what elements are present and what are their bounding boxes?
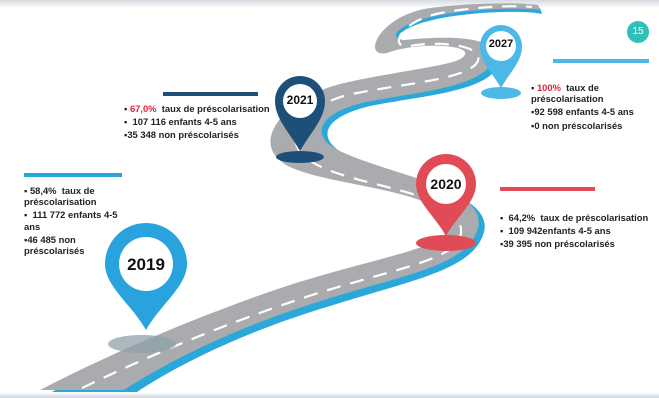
pin-2027-shadow (481, 87, 521, 99)
accent-bar-2020 (500, 187, 595, 191)
pin-2020-shadow (416, 235, 476, 251)
info-2020-rate: 64,2% (508, 212, 536, 223)
info-2021-non-preschool: 35 348 non préscolarisés (127, 129, 239, 141)
pin-2019-shadow (108, 335, 176, 353)
info-2019-rate-line: ▪ 58,4% taux de préscolarisation (24, 185, 97, 208)
map-pin-2020-icon (416, 154, 476, 236)
pin-2027-year: 2027 (488, 38, 514, 50)
info-2021-children: 107 116 enfants 4-5 ans (132, 116, 237, 128)
top-border (0, 0, 659, 8)
info-2020: ▪ 64,2% taux de préscolarisation ▪ 109 9… (500, 212, 650, 250)
bottom-border (0, 392, 659, 398)
pin-2021-shadow (276, 151, 324, 163)
info-2027-rate-label: taux de préscolarisation (531, 82, 604, 105)
accent-bar-2019 (24, 173, 122, 177)
info-2027-rate-line: ▪ 100% taux de préscolarisation (531, 82, 604, 105)
info-2021-non-line: ▪35 348 non préscolarisés (124, 129, 239, 141)
info-2019-children-line: ▪ 111 772 enfants 4-5 ans (24, 209, 118, 232)
info-2019-non-line: ▪46 485 non préscolarisés (24, 233, 85, 257)
map-pin-2019-icon (105, 223, 187, 330)
info-2020-rate-label: taux de préscolarisation (540, 212, 649, 223)
info-2021-rate: 67,0% (129, 103, 157, 114)
info-2021-rate-label: taux de préscolarisation (161, 103, 270, 114)
info-2019-children: 111 772 enfants 4-5 ans (24, 209, 118, 232)
info-2027: ▪ 100% taux de préscolarisation ▪92 598 … (531, 82, 655, 131)
info-2027-non-preschool: 0 non préscolarisés (534, 119, 623, 131)
info-2019-non-preschool: 46 485 non préscolarisés (24, 233, 85, 257)
page-number-badge: 15 (627, 21, 649, 43)
accent-bar-2021 (163, 92, 258, 96)
map-pin-2027-icon (480, 25, 522, 88)
info-2020-non-line: ▪39 395 non préscolarisés (500, 238, 615, 250)
info-2019-rate-label: taux de préscolarisation (24, 185, 97, 208)
info-2020-children: 109 942enfants 4-5 ans (508, 225, 611, 237)
info-2021-children-line: ▪ 107 116 enfants 4-5 ans (124, 116, 237, 128)
info-2021-rate-line: ▪ 67,0% taux de préscolarisation (124, 103, 270, 114)
accent-bar-2027 (553, 59, 649, 63)
info-2019: ▪ 58,4% taux de préscolarisation ▪ 111 7… (24, 185, 136, 256)
info-2027-rate: 100% (536, 82, 561, 93)
info-2021: ▪ 67,0% taux de préscolarisation ▪ 107 1… (124, 103, 274, 141)
map-pin-2021-icon (275, 76, 325, 151)
info-2019-rate: 58,4% (29, 185, 57, 196)
info-2027-non-line: ▪0 non préscolarisés (531, 119, 623, 131)
info-2020-children-line: ▪ 109 942enfants 4-5 ans (500, 225, 611, 237)
pin-2021-year: 2021 (286, 93, 314, 107)
info-2027-children: 92 598 enfants 4-5 ans (534, 106, 634, 118)
pin-2020-year: 2020 (430, 176, 462, 192)
info-2020-rate-line: ▪ 64,2% taux de préscolarisation (500, 212, 649, 223)
pin-2019-year: 2019 (127, 255, 165, 274)
info-2027-children-line: ▪92 598 enfants 4-5 ans (531, 106, 634, 118)
info-2020-non-preschool: 39 395 non préscolarisés (503, 238, 615, 250)
